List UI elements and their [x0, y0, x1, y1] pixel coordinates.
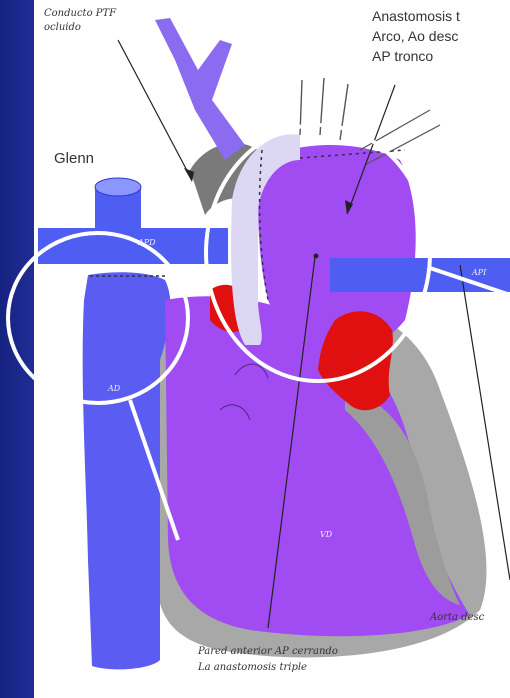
label-apd: APD [138, 238, 156, 247]
label-anastomosis-line1: Anastomosis t [372, 8, 460, 24]
glenn-top [95, 178, 141, 196]
label-conducto-line2: ocluido [44, 22, 81, 33]
label-ad: AD [108, 384, 120, 393]
label-pared-line2: La anastomosis triple [198, 662, 307, 673]
label-api: API [472, 268, 486, 277]
label-anastomosis-line2: Arco, Ao desc [372, 28, 458, 44]
label-vd: VD [320, 530, 332, 539]
pointer-pared-dot [314, 254, 319, 259]
label-glenn: Glenn [54, 150, 94, 167]
upper-branch-vessel [155, 18, 245, 160]
arch-branches [300, 78, 348, 140]
right-atrium-vessel [83, 272, 171, 669]
label-aorta-desc: Aorta desc [430, 612, 484, 623]
label-anastomosis-line3: AP tronco [372, 48, 433, 64]
label-conducto-line1: Conducto PTF [44, 8, 116, 19]
label-pared-line1: Pared anterior AP cerrando [198, 646, 338, 657]
circle-tail-top [305, 96, 318, 125]
